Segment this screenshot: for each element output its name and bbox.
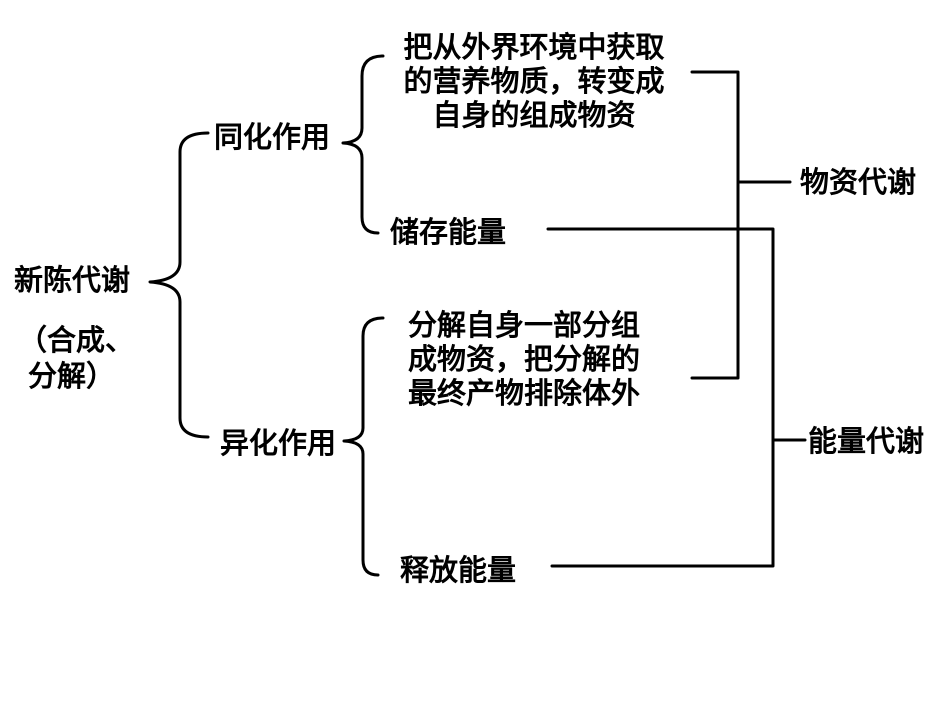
store-energy-label: 储存能量 <box>390 215 507 249</box>
assimilation-brace <box>341 54 385 235</box>
description-line: 自身的组成物资 <box>432 98 636 132</box>
release-energy-label: 释放能量 <box>400 553 517 587</box>
root-note-line: （合成、 <box>18 323 135 357</box>
root-note-line: 分解） <box>28 359 116 393</box>
description-line: 分解自身一部分组 <box>407 308 640 342</box>
description-line: 成物资，把分解的 <box>407 342 640 376</box>
root-note: （合成、 分解） <box>18 322 134 394</box>
assimilation-description: 把从外界环境中获取 的营养物质，转变成 自身的组成物资 <box>384 30 684 132</box>
energy-metabolism-bracket <box>546 227 775 568</box>
description-line: 的营养物质，转变成 <box>403 64 665 98</box>
material-metabolism-label: 物资代谢 <box>800 165 917 199</box>
root-brace <box>148 131 210 439</box>
assimilation-label: 同化作用 <box>214 120 331 154</box>
dissimilation-label: 异化作用 <box>220 426 337 460</box>
root-label: 新陈代谢 <box>14 263 131 297</box>
description-line: 最终产物排除体外 <box>407 376 640 410</box>
energy-metabolism-label: 能量代谢 <box>808 424 925 458</box>
material-metabolism-bracket <box>690 70 740 380</box>
dissimilation-brace <box>342 316 385 577</box>
dissimilation-description: 分解自身一部分组 成物资，把分解的 最终产物排除体外 <box>390 308 658 410</box>
description-line: 把从外界环境中获取 <box>403 30 665 64</box>
